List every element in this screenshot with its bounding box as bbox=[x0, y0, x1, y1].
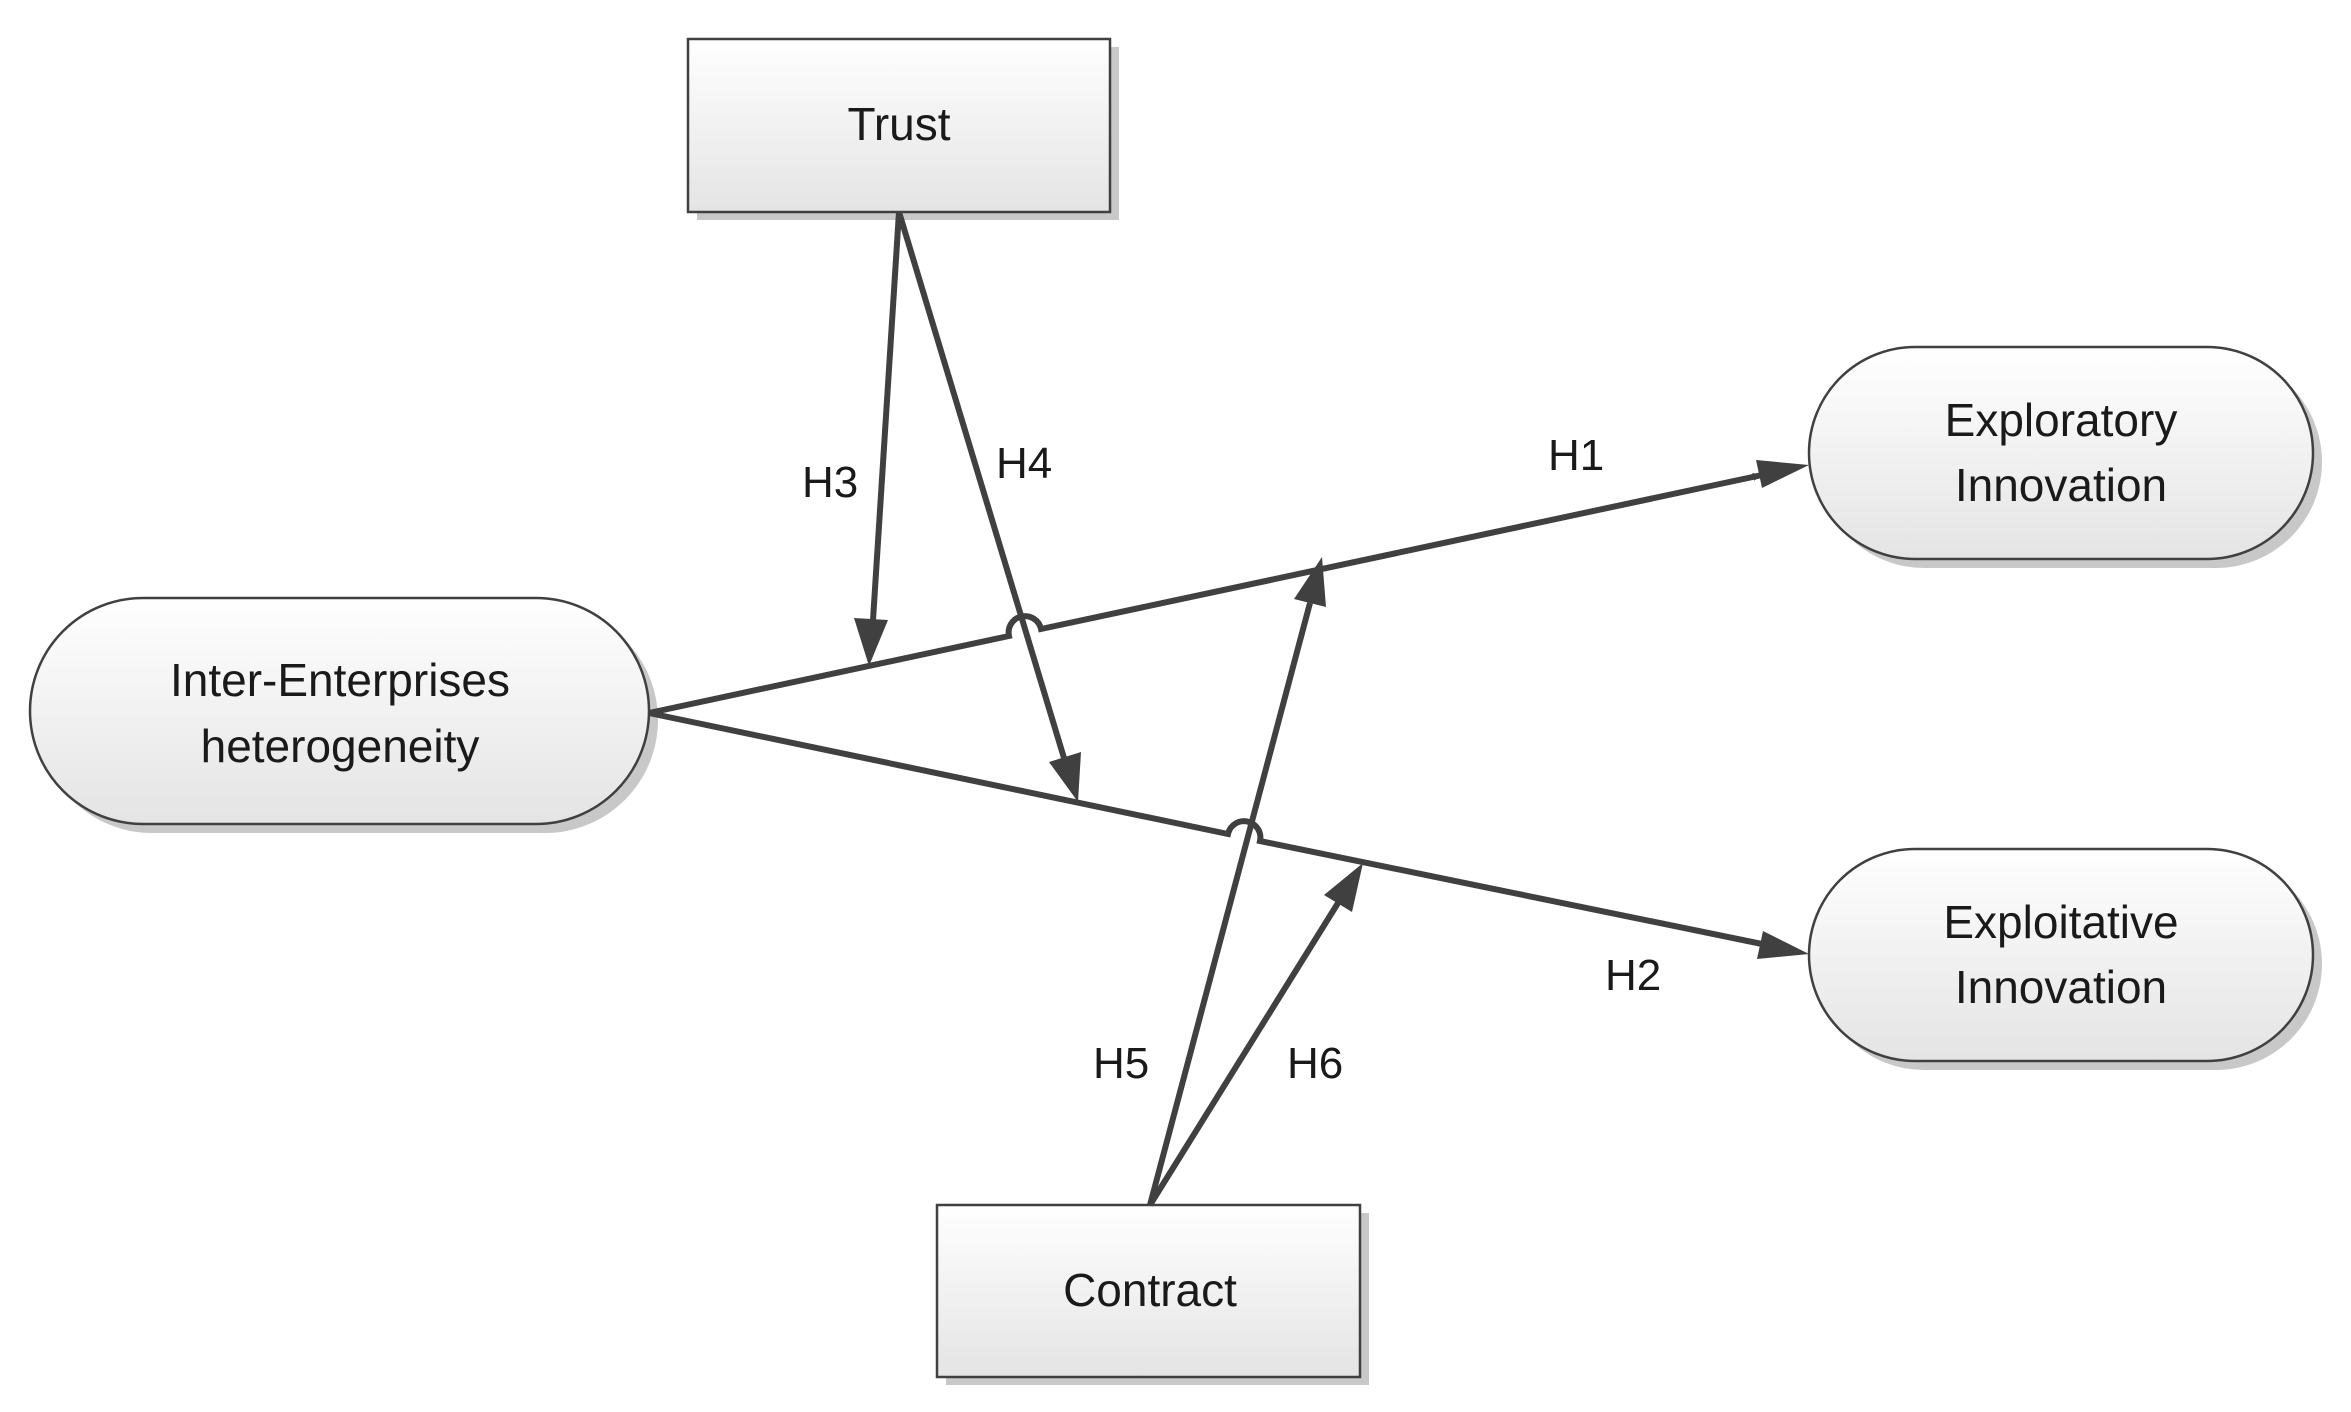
exploitative-label-line1: Exploitative bbox=[1943, 896, 2178, 948]
exploratory-label-line1: Exploratory bbox=[1945, 394, 2178, 446]
h1-arrowhead bbox=[1756, 460, 1809, 488]
h6-arrowhead bbox=[1324, 863, 1363, 912]
heterogeneity-node: Inter-Enterprises heterogeneity bbox=[28, 596, 658, 833]
contract-label: Contract bbox=[1063, 1264, 1237, 1316]
h1-arrow bbox=[648, 472, 1763, 716]
contract-node: Contract bbox=[935, 1203, 1369, 1385]
h2-label: H2 bbox=[1605, 951, 1661, 1000]
h3-arrowhead bbox=[854, 618, 888, 666]
exploitative-label-line2: Innovation bbox=[1955, 961, 2167, 1013]
h3-label: H3 bbox=[802, 458, 858, 507]
trust-node: Trust bbox=[686, 37, 1119, 220]
svg-text:Innovation: Innovation bbox=[1955, 961, 2167, 1013]
trust-label: Trust bbox=[847, 98, 950, 150]
h4-label: H4 bbox=[996, 439, 1052, 488]
h4-arrow bbox=[896, 211, 1067, 759]
svg-text:Inter-Enterprises: Inter-Enterprises bbox=[170, 654, 510, 706]
heterogeneity-label-line1: Inter-Enterprises bbox=[170, 654, 510, 706]
heterogeneity-label-line2: heterogeneity bbox=[201, 720, 480, 772]
exploratory-innovation-node: Exploratory Innovation bbox=[1807, 345, 2322, 568]
h3-arrow bbox=[870, 211, 902, 621]
h5-arrow bbox=[1147, 602, 1313, 1206]
h5-arrowhead bbox=[1294, 557, 1326, 607]
svg-text:Exploratory: Exploratory bbox=[1945, 394, 2178, 446]
exploitative-innovation-node: Exploitative Innovation bbox=[1807, 847, 2322, 1070]
h1-label: H1 bbox=[1548, 431, 1604, 480]
h2-arrowhead bbox=[1757, 931, 1809, 959]
svg-text:Exploitative: Exploitative bbox=[1943, 896, 2178, 948]
h2-arrow bbox=[648, 710, 1763, 947]
svg-text:heterogeneity: heterogeneity bbox=[201, 720, 480, 772]
svg-text:Innovation: Innovation bbox=[1955, 459, 2167, 511]
exploratory-label-line2: Innovation bbox=[1955, 459, 2167, 511]
h4-arrowhead bbox=[1049, 752, 1081, 802]
h6-arrow bbox=[1147, 901, 1341, 1207]
h5-label: H5 bbox=[1093, 1039, 1149, 1088]
h6-label: H6 bbox=[1287, 1039, 1343, 1088]
